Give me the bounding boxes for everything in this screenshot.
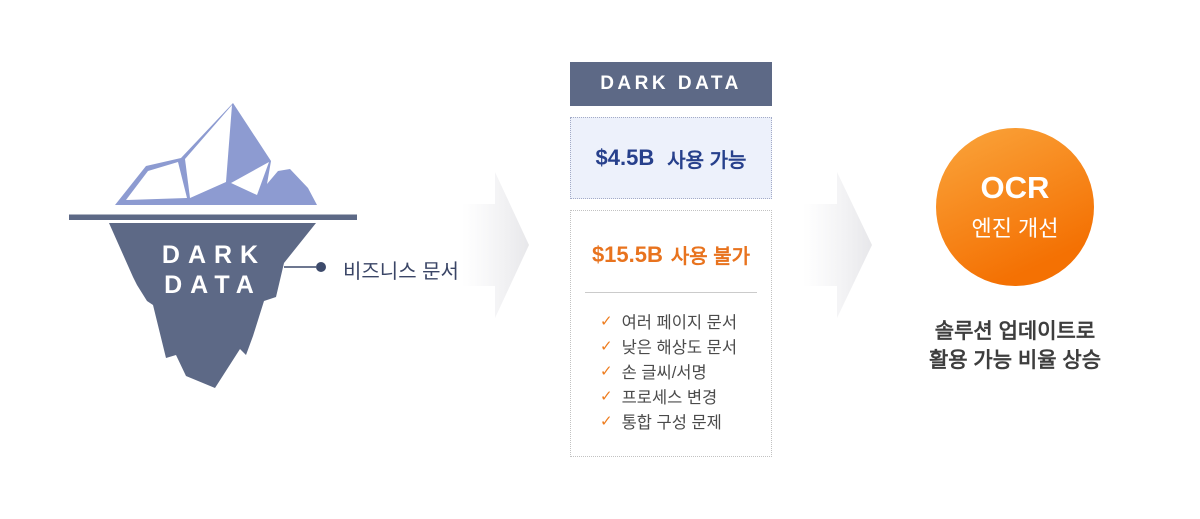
waterline	[69, 214, 357, 220]
check-icon: ✓	[600, 362, 613, 380]
unusable-label: 사용 불가	[670, 246, 751, 268]
result-caption-line1: 솔루션 업데이트로	[934, 320, 1096, 343]
check-icon: ✓	[600, 337, 613, 355]
list-item: ✓ 낮은 해상도 문서	[600, 336, 771, 358]
panel-header: DARK DATA	[570, 62, 772, 106]
check-icon: ✓	[600, 412, 613, 430]
iceberg-illustration: DARK DATA	[69, 103, 357, 388]
callout-label: 비즈니스 문서	[343, 261, 459, 283]
ocr-circle-subtitle: 엔진 개선	[971, 215, 1059, 241]
divider	[585, 292, 757, 293]
arrow-right-icon	[803, 172, 872, 318]
iceberg-label-line2: DATA	[164, 271, 262, 299]
list-item-label: 통합 구성 문제	[621, 414, 722, 432]
callout-dot	[316, 262, 326, 272]
list-item: ✓ 통합 구성 문제	[600, 411, 771, 433]
list-item: ✓ 손 글씨/서명	[600, 361, 771, 383]
ocr-circle-title: OCR	[980, 170, 1050, 206]
unusable-box: $15.5B 사용 불가 ✓ 여러 페이지 문서 ✓ 낮은 해상도 문서 ✓ 손…	[570, 210, 772, 457]
usable-label: 사용 가능	[667, 149, 747, 172]
arrow-right-icon	[462, 172, 529, 318]
ocr-circle: OCR 엔진 개선	[936, 128, 1094, 286]
result-caption: 솔루션 업데이트로 활용 가능 비율 상승	[900, 317, 1130, 375]
list-item-label: 프로세스 변경	[621, 389, 718, 407]
list-item: ✓ 여러 페이지 문서	[600, 311, 771, 333]
list-item-label: 낮은 해상도 문서	[621, 339, 738, 357]
result-caption-line2: 활용 가능 비율 상승	[928, 349, 1102, 372]
unusable-amount: $15.5B	[591, 241, 663, 267]
iceberg-below-water	[109, 223, 316, 388]
list-item: ✓ 프로세스 변경	[600, 386, 771, 408]
check-icon: ✓	[600, 312, 613, 330]
issue-list: ✓ 여러 페이지 문서 ✓ 낮은 해상도 문서 ✓ 손 글씨/서명 ✓ 프로세스…	[600, 311, 771, 433]
list-item-label: 여러 페이지 문서	[621, 314, 738, 332]
panel-header-title: DARK DATA	[600, 73, 742, 94]
iceberg-label-line1: DARK	[162, 241, 266, 269]
usable-amount: $4.5B	[595, 145, 655, 170]
usable-box: $4.5B 사용 가능	[570, 117, 772, 199]
list-item-label: 손 글씨/서명	[621, 364, 707, 382]
unusable-title: $15.5B 사용 불가	[571, 240, 771, 269]
iceberg-above-water	[115, 103, 317, 205]
check-icon: ✓	[600, 387, 613, 405]
